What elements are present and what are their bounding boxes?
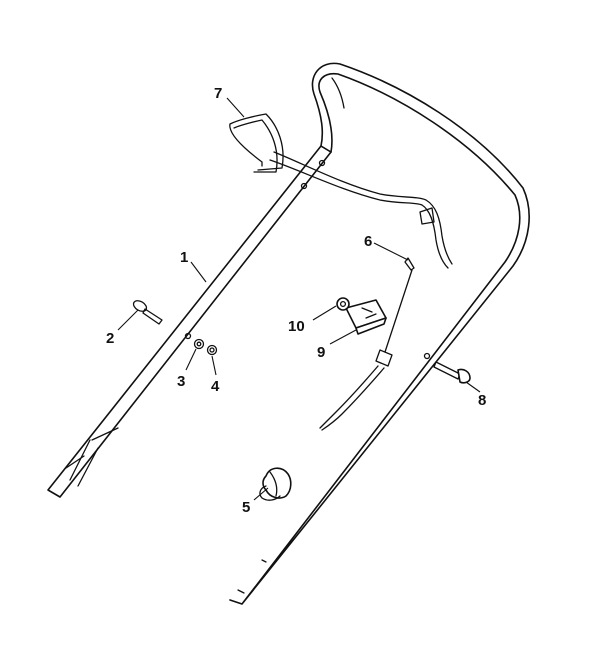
control-cable — [319, 257, 415, 431]
callout-6: 6 — [364, 233, 372, 250]
callout-7: 7 — [214, 85, 222, 102]
washer — [193, 338, 205, 350]
callout-1: 1 — [180, 249, 188, 266]
callout-labels: 1 2 3 4 5 6 7 8 9 10 — [106, 85, 486, 516]
callout-2: 2 — [106, 330, 114, 347]
cable-clamp-block — [345, 299, 387, 335]
bolt — [433, 361, 471, 384]
callout-10: 10 — [288, 318, 305, 335]
callout-3: 3 — [177, 373, 185, 390]
callout-4: 4 — [211, 378, 220, 395]
leader-lines — [117, 97, 481, 501]
cable-clip — [259, 467, 292, 501]
spacer-nut — [336, 297, 350, 311]
callout-5: 5 — [242, 499, 250, 516]
control-bail-bar — [229, 113, 453, 269]
upper-handle-frame — [229, 62, 530, 605]
callout-8: 8 — [478, 392, 486, 409]
callout-9: 9 — [317, 344, 325, 361]
nut — [206, 344, 218, 356]
